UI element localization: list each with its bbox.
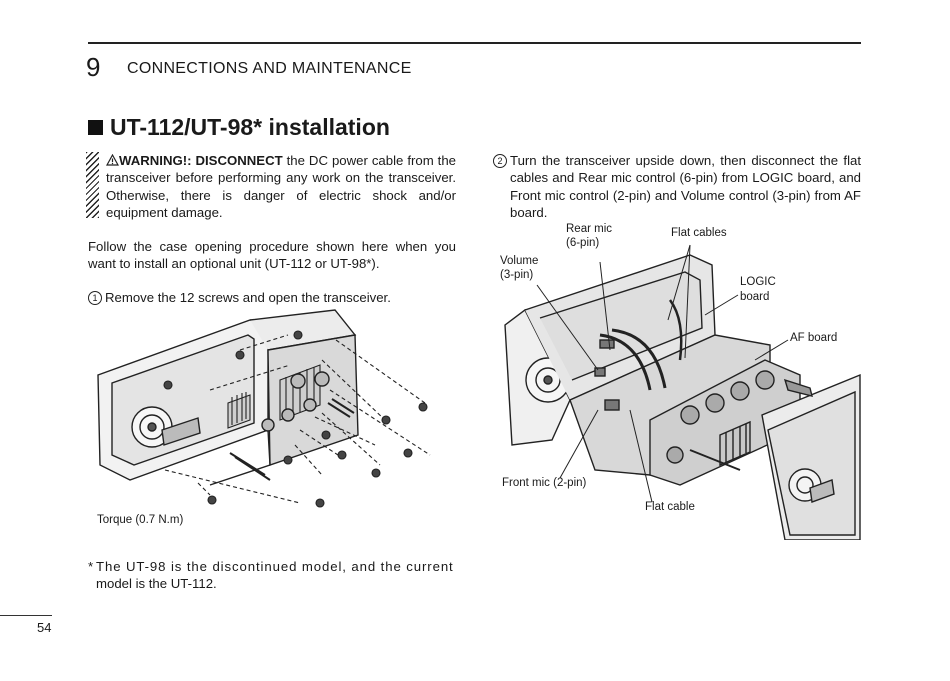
label-logic: LOGIC [740,276,776,288]
figure1-caption: Torque (0.7 N.m) [97,514,184,526]
warning-hatch-bar [86,152,99,218]
top-rule [88,42,861,44]
warning-triangle-icon [106,154,119,166]
footnote-marker: * [88,559,94,574]
intro-paragraph: Follow the case opening procedure shown … [88,239,456,272]
section-bullet-icon [88,120,103,135]
footnote-line-1: The UT-98 is the discontinued model, and… [96,559,454,574]
section-title: UT-112/UT-98* installation [110,114,390,140]
label-logic-board: board [740,291,770,303]
label-rear-mic: Rear mic [566,223,613,235]
step-text: Remove the 12 screws and open the transc… [105,290,391,305]
warning-lead: WARNING!: DISCONNECT [119,153,283,168]
label-flat-cable: Flat cable [645,501,695,513]
step-2: 2 Turn the transceiver upside down, then… [493,152,861,222]
warning-paragraph: WARNING!: DISCONNECT the DC power cable … [106,152,456,222]
label-volume: Volume [500,255,539,267]
step-marker: 1 [88,291,102,305]
step-text: Turn the transceiver upside down, then d… [510,153,861,221]
label-volume-pins: (3-pin) [500,269,534,281]
footer-rule [0,615,52,616]
chapter-number: 9 [86,52,101,82]
figure-cables-diagram [504,244,861,540]
page-number: 54 [37,620,52,635]
label-flat-cables: Flat cables [671,227,727,239]
figure-screws-diagram [97,309,431,508]
footnote-line-2: model is the UT-112. [96,576,217,592]
label-front-mic: Front mic (2-pin) [502,477,587,489]
footnote: * The UT-98 is the discontinued model, a… [88,558,456,593]
label-af-board: AF board [790,332,838,344]
label-rear-mic-pins: (6-pin) [566,237,600,249]
chapter-title: CONNECTIONS AND MAINTENANCE [127,60,412,77]
section-heading: UT-112/UT-98* installation [88,114,390,141]
step-marker: 2 [493,154,507,168]
warning-text: the DC power cable from the transceiver … [106,153,456,221]
